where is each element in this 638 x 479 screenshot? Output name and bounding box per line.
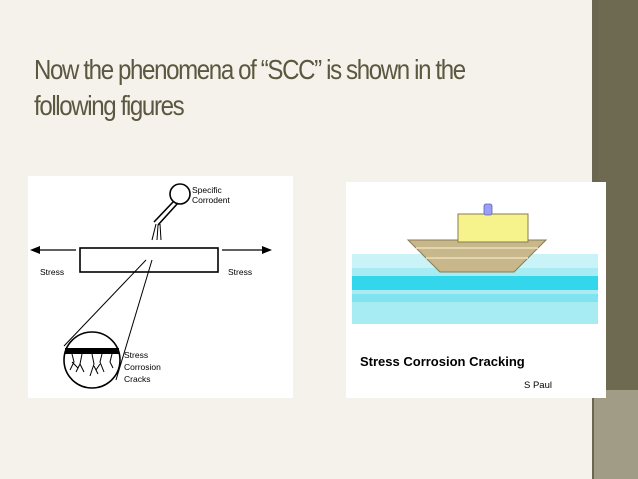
drip-line — [156, 224, 159, 241]
cracks-label-3: Cracks — [124, 374, 150, 384]
arrowhead-left-icon — [30, 246, 40, 254]
dropper-stem — [153, 201, 174, 223]
stress-label-right: Stress — [228, 267, 252, 277]
ship-figure-svg: Stress Corrosion Cracking S Paul — [352, 203, 598, 391]
corrodent-label-2: Corrodent — [192, 195, 230, 205]
corrodent-label-1: Specific — [192, 185, 223, 195]
ship-caption: Stress Corrosion Cracking — [360, 354, 525, 369]
zoom-line-left — [63, 259, 147, 347]
zoom-line-right — [115, 259, 153, 381]
ship-figure: Stress Corrosion Cracking S Paul — [346, 182, 606, 398]
water-band-2 — [352, 294, 598, 302]
sidebar-accent — [594, 390, 638, 479]
slide-title-line-2: following figures — [34, 90, 185, 121]
drip-line — [151, 223, 157, 241]
slide-title: Now the phenomena of “SCC” is shown in t… — [34, 52, 516, 124]
corrodent-bulb-icon — [169, 183, 191, 205]
stress-label-left: Stress — [40, 267, 64, 277]
cracks-label-2: Corrosion — [124, 362, 161, 372]
ship-chimney — [483, 203, 493, 216]
crack — [69, 353, 79, 371]
drip-line — [159, 223, 162, 241]
stressed-bar — [79, 247, 219, 273]
crack — [109, 353, 114, 369]
ship-credit: S Paul — [524, 380, 552, 391]
crack — [95, 353, 105, 373]
slide-title-line-1: Now the phenomena of “SCC” is shown in t… — [34, 54, 466, 85]
magnified-view — [63, 331, 121, 389]
crack — [75, 353, 85, 373]
scc-diagram-svg: Specific Corrodent Stress Stress Stress … — [30, 183, 272, 389]
dropper-stem-2 — [157, 202, 179, 226]
arrowhead-right-icon — [262, 246, 272, 254]
scc-diagram: Specific Corrodent Stress Stress Stress … — [28, 176, 293, 398]
cracks-label-1: Stress — [124, 350, 148, 360]
surface-layer — [65, 348, 119, 354]
ship-cabin — [457, 213, 529, 243]
water-band — [352, 276, 598, 290]
